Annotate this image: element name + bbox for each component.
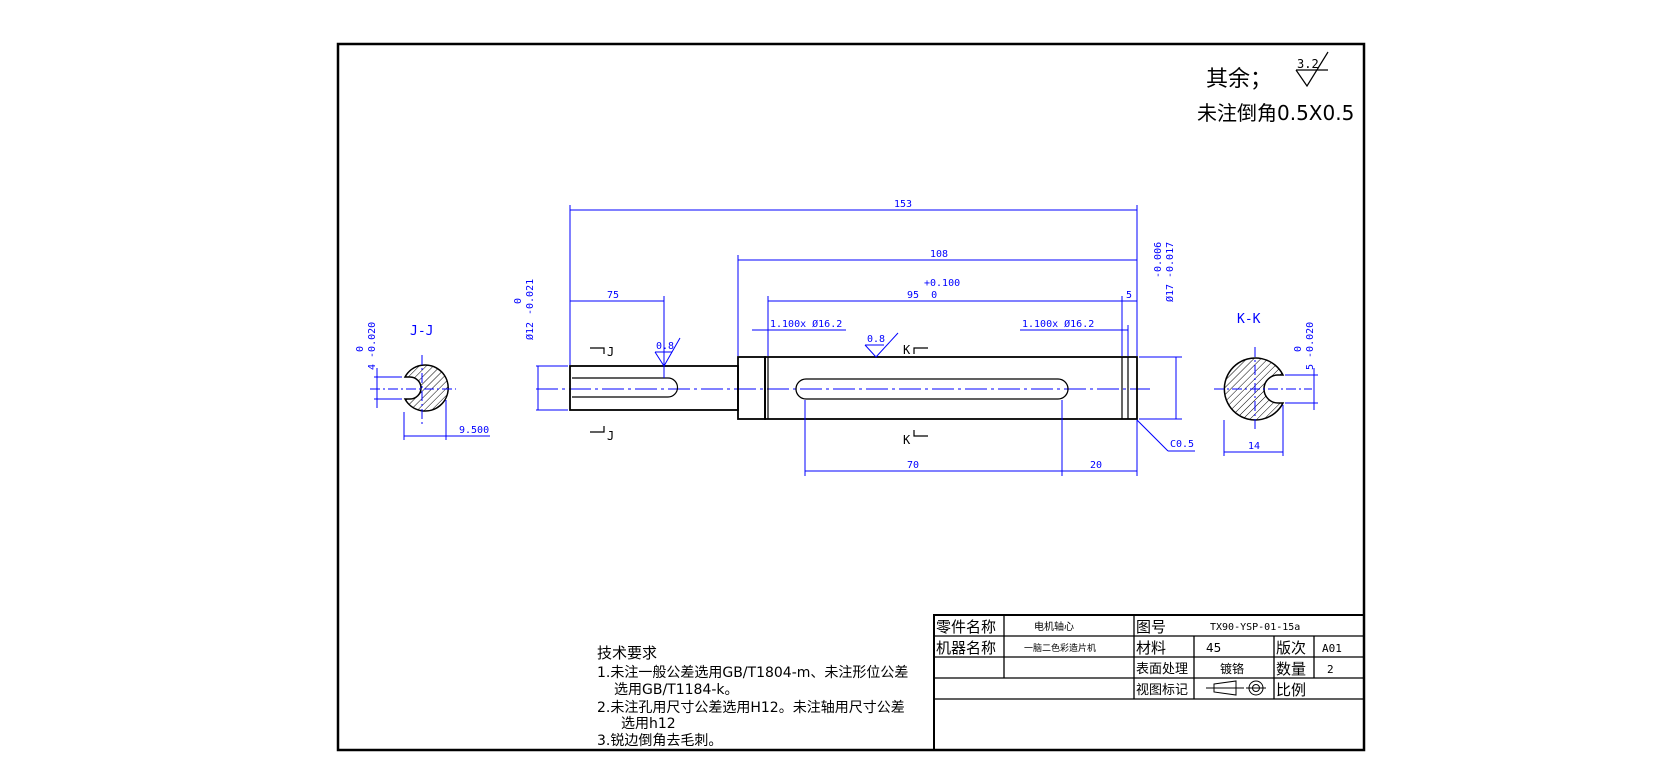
shaft-shoulder (737, 356, 766, 420)
tb-part-name-label: 零件名称 (936, 618, 996, 636)
technical-requirements: 技术要求 1.未注一般公差选用GB/T1804-m、未注形位公差 选用GB/T1… (597, 644, 908, 749)
dim-dia12-lower: -0.021 (525, 279, 536, 315)
requirement-2a: 2.未注孔用尺寸公差选用H12。未注轴用尺寸公差 (597, 700, 905, 716)
drawing-border (336, 42, 1366, 752)
roughness-symbol-icon (1295, 51, 1329, 88)
dim-dia17: Ø17 (1164, 284, 1176, 302)
tb-material: 45 (1206, 641, 1221, 655)
roughness-marks (654, 332, 899, 367)
dimension-text: 153 108 75 +0.100 95 0 5 1.100x Ø16.2 1.… (513, 199, 1194, 471)
section-jj-shape (403, 364, 449, 412)
title-block: 零件名称 电机轴心 图号 TX90-YSP-01-15a 机器名称 一脑二色彩造… (933, 614, 1365, 751)
requirements-title: 技术要求 (597, 644, 657, 662)
shaft-small-section (569, 365, 739, 411)
surface-note: 其余； 3.2 未注倒角0.5X0.5 (1197, 51, 1354, 125)
tb-machine-label: 机器名称 (936, 639, 996, 657)
requirement-1b: 选用GB/T1184-k。 (614, 682, 739, 698)
chamfer-note: 未注倒角0.5X0.5 (1197, 101, 1354, 125)
kk-depth: 14 (1248, 441, 1260, 452)
jj-tol-upper: 0 (355, 346, 366, 352)
jj-depth: 9.500 (459, 425, 489, 436)
shaft-view (536, 356, 1150, 420)
dim-groove-right: 1.100x Ø16.2 (1022, 318, 1094, 330)
tb-surface: 镀铬 (1220, 661, 1244, 676)
dim-c05: C0.5 (1170, 439, 1194, 450)
roughness-left-value: 0.8 (656, 341, 674, 352)
dim-75: 75 (607, 290, 619, 301)
dim-dia17-upper: -0.006 (1153, 242, 1164, 278)
requirement-1a: 1.未注一般公差选用GB/T1804-m、未注形位公差 (597, 665, 908, 681)
small-keyway (572, 377, 679, 398)
roughness-left-icon (654, 337, 681, 367)
requirement-2b: 选用h12 (621, 716, 676, 732)
section-kk-title: K-K (1237, 312, 1261, 327)
tb-scale-label: 比例 (1276, 681, 1306, 699)
dim-153: 153 (894, 199, 912, 210)
surface-rest-value: 3.2 (1297, 57, 1319, 71)
surface-rest-label: 其余； (1206, 67, 1272, 92)
tb-version-label: 版次 (1276, 639, 1306, 657)
dim-groove-left: 1.100x Ø16.2 (770, 318, 842, 330)
dim-70: 70 (907, 460, 919, 471)
tb-drawing-no: TX90-YSP-01-15a (1210, 622, 1300, 633)
section-kk: K-K 14 0 5 -0.020 (1214, 312, 1318, 456)
main-keyway-slot (795, 378, 1069, 400)
kk-tol-upper: 0 (1293, 346, 1304, 352)
dim-20: 20 (1090, 460, 1102, 471)
roughness-mid-value: 0.8 (867, 334, 885, 345)
roughness-mid-icon (864, 332, 899, 358)
tb-material-label: 材料 (1136, 639, 1166, 657)
section-jj: J-J 9.500 0 4 -0.020 (355, 322, 490, 440)
dim-95-tol: +0.100 (924, 278, 960, 289)
dim-dia12-upper: 0 (513, 298, 524, 304)
requirement-3: 3.锐边倒角去毛刺。 (597, 733, 722, 749)
kk-tol-lower: 5 -0.020 (1305, 322, 1316, 370)
cut-j-bottom: J (607, 429, 614, 443)
cut-j-top: J (607, 345, 614, 359)
section-marks: J J K K (590, 343, 928, 447)
tb-qty: 2 (1327, 663, 1334, 676)
tb-version: A01 (1322, 642, 1342, 655)
shaft-main-body (764, 356, 1138, 420)
dim-dia17-lower: -0.017 (1165, 242, 1176, 278)
tb-surface-label: 表面处理 (1136, 662, 1188, 677)
tb-drawing-no-label: 图号 (1136, 618, 1166, 636)
tb-machine-name: 一脑二色彩造片机 (1024, 642, 1096, 654)
tb-qty-label: 数量 (1276, 660, 1306, 678)
cut-k-top: K (903, 343, 911, 357)
cut-k-bottom: K (903, 433, 911, 447)
projection-symbol-icon (1206, 680, 1266, 696)
jj-tol-lower: 4 -0.020 (367, 322, 378, 370)
tb-part-name: 电机轴心 (1034, 620, 1074, 633)
dim-108: 108 (930, 249, 948, 260)
dim-95: 95 0 (907, 290, 937, 301)
section-jj-title: J-J (410, 324, 433, 339)
dim-dia12: Ø12 (524, 322, 536, 340)
tb-view-label: 视图标记 (1136, 683, 1188, 698)
dim-5: 5 (1126, 290, 1132, 301)
dimension-lines (536, 205, 1195, 476)
